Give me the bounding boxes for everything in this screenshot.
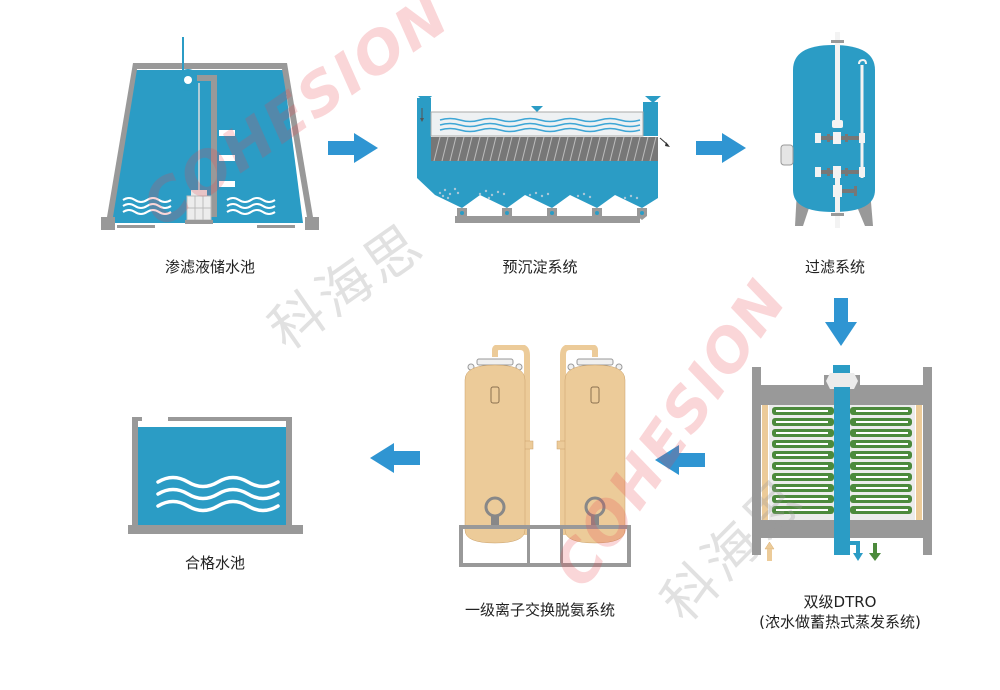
ion-exchange-illustration — [459, 345, 631, 567]
flow-arrow-left-icon — [370, 443, 420, 473]
flow-arrow-right-icon — [696, 133, 746, 163]
flow-arrow-right-icon — [328, 133, 378, 163]
flow-arrow-down-icon — [825, 298, 857, 346]
stage-label-dtro: 双级DTRO — [803, 593, 877, 611]
stage-label-qualified-tank: 合格水池 — [184, 554, 245, 572]
stage-label-pre-sedimentation: 预沉淀系统 — [502, 258, 578, 276]
stage-label-filtration: 过滤系统 — [804, 258, 865, 276]
dtro-illustration — [752, 365, 932, 561]
pre-sedimentation-illustration — [417, 96, 670, 223]
stage-sublabel-dtro: (浓水做蓄热式蒸发系统) — [759, 613, 921, 631]
leachate-tank-illustration — [101, 37, 319, 230]
stage-label-leachate-tank: 渗滤液储水池 — [164, 258, 255, 276]
stage-label-ion-exchange: 一级离子交换脱氨系统 — [464, 601, 615, 619]
filtration-illustration — [780, 32, 875, 228]
flow-arrow-left-icon — [655, 445, 705, 475]
qualified-tank-illustration — [128, 417, 303, 534]
watermark-text-cn: 科海思 — [257, 210, 437, 363]
